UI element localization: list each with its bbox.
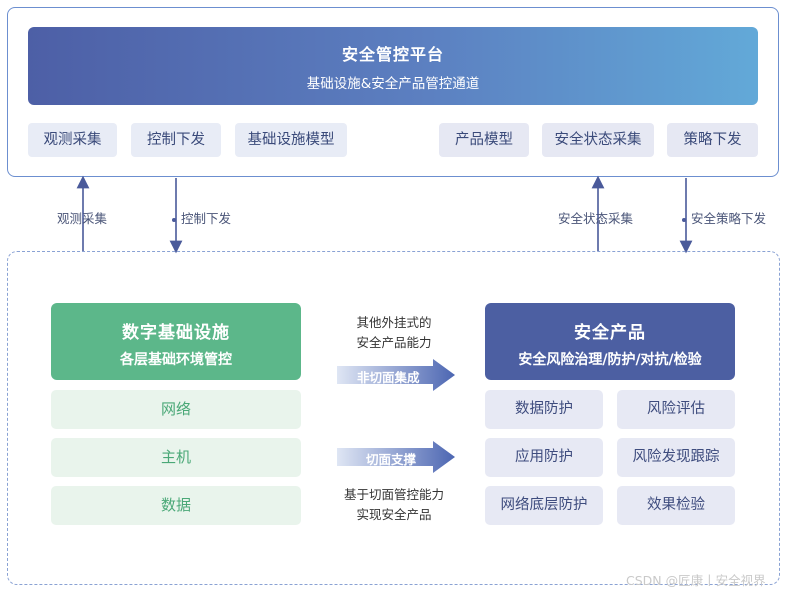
bullet-dot: [682, 217, 686, 222]
label-policy-wrap: 安全策略下发: [682, 208, 766, 227]
bullet-dot: [172, 217, 176, 222]
infra-item-network: 网络: [51, 390, 301, 429]
product-header: 安全产品 安全风险治理/防护/对抗/检验: [485, 303, 735, 380]
infra-subtitle: 各层基础环境管控: [120, 352, 232, 368]
product-item-app-protect: 应用防护: [485, 438, 603, 477]
infra-title: 数字基础设施: [122, 323, 230, 343]
arrow-aspect-label: 切面支撑: [366, 452, 417, 467]
middle-top-text: 其他外挂式的 安全产品能力: [324, 313, 464, 353]
chip-observe: 观测采集: [28, 123, 117, 157]
infra-header: 数字基础设施 各层基础环境管控: [51, 303, 301, 380]
product-title: 安全产品: [574, 323, 646, 343]
label-status: 安全状态采集: [558, 211, 634, 226]
chip-status-collect: 安全状态采集: [542, 123, 654, 157]
middle-bottom-line2: 实现安全产品: [356, 507, 432, 522]
chip-control: 控制下发: [131, 123, 221, 157]
label-observe: 观测采集: [57, 211, 108, 226]
product-item-risk-assess: 风险评估: [617, 390, 735, 429]
chip-infra-model: 基础设施模型: [235, 123, 347, 157]
lower-frame: [7, 251, 780, 585]
watermark: CSDN @匠康丨安全视界: [626, 573, 766, 588]
chip-product-model: 产品模型: [439, 123, 529, 157]
platform-subtitle: 基础设施&安全产品管控通道: [306, 76, 480, 92]
product-item-data-protect: 数据防护: [485, 390, 603, 429]
platform-title: 安全管控平台: [341, 45, 444, 64]
infra-item-data: 数据: [51, 486, 301, 525]
middle-bottom-text: 基于切面管控能力 实现安全产品: [324, 485, 464, 525]
product-item-network-protect: 网络底层防护: [485, 486, 603, 525]
middle-top-line2: 安全产品能力: [356, 335, 432, 350]
middle-bottom-line1: 基于切面管控能力: [343, 487, 444, 502]
product-subtitle: 安全风险治理/防护/对抗/检验: [518, 352, 702, 368]
chip-policy: 策略下发: [667, 123, 758, 157]
platform-header: 安全管控平台 基础设施&安全产品管控通道: [28, 27, 758, 105]
arrow-non-aspect: [337, 359, 455, 391]
arrow-non-aspect-label: 非切面集成: [357, 370, 420, 385]
product-item-effect-verify: 效果检验: [617, 486, 735, 525]
label-control: 控制下发: [181, 211, 232, 226]
middle-top-line1: 其他外挂式的: [356, 315, 432, 330]
label-policy: 安全策略下发: [691, 211, 767, 226]
label-control-wrap: 控制下发: [172, 208, 231, 227]
arrow-aspect: [337, 441, 455, 473]
infra-item-host: 主机: [51, 438, 301, 477]
product-item-risk-track: 风险发现跟踪: [617, 438, 735, 477]
